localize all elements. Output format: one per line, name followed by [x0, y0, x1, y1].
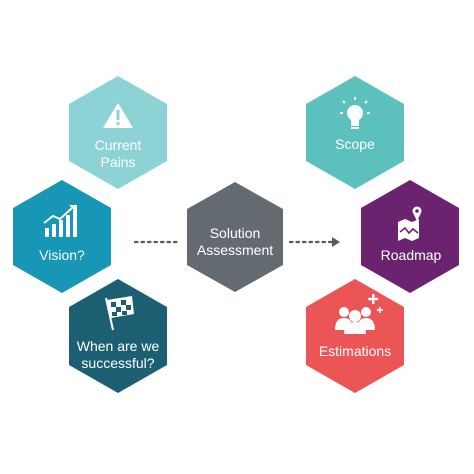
- label-vision: Vision?: [22, 247, 102, 264]
- label-scope: Scope: [315, 136, 395, 153]
- lightbulb-icon: [340, 97, 370, 129]
- label-roadmap: Roadmap: [366, 247, 456, 264]
- label-when-successful: When are we successful?: [73, 338, 163, 372]
- scope-text: Scope: [335, 136, 375, 152]
- solution-assessment-line2: Assessment: [196, 242, 274, 258]
- current-pains-line1: Current: [94, 137, 142, 153]
- arrowhead-icon: [332, 237, 340, 247]
- hex-scope: [306, 76, 404, 189]
- map-pin-icon: [398, 206, 422, 241]
- when-successful-line1: When are we: [76, 338, 160, 354]
- checkered-flag-icon: [105, 296, 134, 331]
- when-successful-line2: successful?: [81, 355, 155, 371]
- warning-icon: [103, 103, 133, 128]
- solution-assessment-line1: Solution: [209, 225, 261, 241]
- hex-current-pains: [69, 76, 167, 189]
- current-pains-line2: Pains: [100, 154, 136, 170]
- hex-solution-assessment: [187, 182, 283, 292]
- growth-chart-icon: [43, 205, 77, 237]
- roadmap-text: Roadmap: [380, 247, 442, 263]
- team-add-icon: [335, 294, 383, 334]
- hex-when-successful: [69, 279, 167, 393]
- label-solution-assessment: Solution Assessment: [190, 225, 280, 259]
- vision-text: Vision?: [39, 247, 85, 263]
- label-current-pains: Current Pains: [78, 137, 158, 171]
- label-estimations: Estimations: [310, 343, 400, 360]
- hex-estimations: [306, 279, 404, 393]
- estimations-text: Estimations: [318, 343, 392, 359]
